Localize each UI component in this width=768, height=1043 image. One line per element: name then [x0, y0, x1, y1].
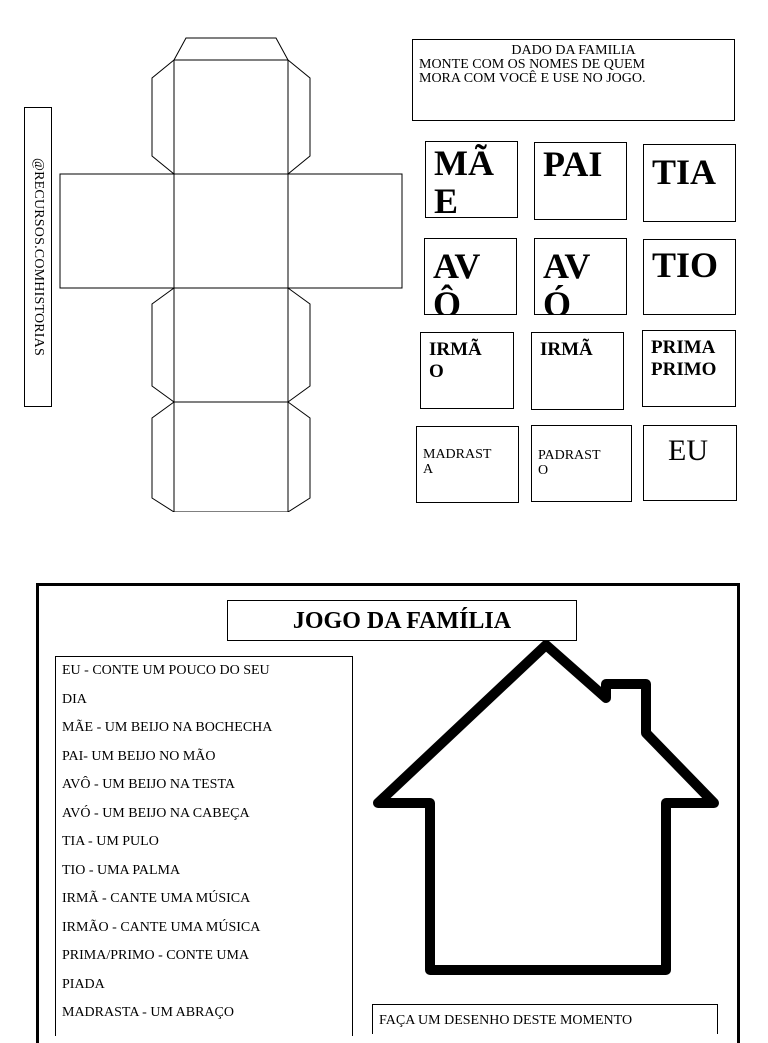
dice-face-left: [59, 173, 175, 289]
rule-line: TIO - UMA PALMA: [62, 862, 181, 878]
card-tia: TIA: [643, 144, 736, 222]
card-irma: IRMÃ: [531, 332, 624, 410]
instructions-box: DADO DA FAMILIA MONTE COM OS NOMES DE QU…: [412, 39, 735, 121]
drawing-prompt: FAÇA UM DESENHO DESTE MOMENTO: [372, 1004, 718, 1034]
instructions-line-2: MORA COM VOCÊ E USE NO JOGO.: [419, 71, 646, 86]
rule-line: MÃE - UM BEIJO NA BOCHECHA: [62, 720, 273, 735]
dice-face-lower: [173, 287, 289, 403]
rule-line: AVÓ - UM BEIJO NA CABEÇA: [62, 805, 250, 821]
rule-line: IRMÃ - CANTE UMA MÚSICA: [62, 891, 251, 906]
rule-line: EU - CONTE UM POUCO DO SEU: [62, 663, 270, 678]
rule-line: PRIMA/PRIMO - CONTE UMA: [62, 948, 250, 963]
card-eu: EU: [643, 425, 737, 501]
rule-line: PAI- UM BEIJO NO MÃO: [62, 748, 216, 764]
rules-list: EU - CONTE UM POUCO DO SEU DIA MÃE - UM …: [55, 656, 353, 1036]
instructions-line-1: MONTE COM OS NOMES DE QUEM: [419, 57, 645, 72]
card-tio: TIO: [643, 239, 736, 315]
dice-face-center: [173, 173, 289, 289]
rule-line: MADRASTA - UM ABRAÇO: [62, 1005, 234, 1020]
rule-line: AVÔ - UM BEIJO NA TESTA: [62, 777, 235, 792]
instructions-title: DADO DA FAMILIA: [511, 43, 636, 58]
side-watermark: @RECURSOS.COMHISTORIAS: [24, 107, 52, 407]
house-outline-icon: [373, 640, 719, 975]
dice-net: [59, 37, 403, 512]
dice-face-bottom: [173, 401, 289, 512]
game-title: JOGO DA FAMÍLIA: [227, 600, 577, 641]
dice-face-top: [173, 59, 289, 175]
card-pai: PAI: [534, 142, 627, 220]
rule-line: IRMÃO - CANTE UMA MÚSICA: [62, 919, 261, 935]
dice-face-right: [287, 173, 403, 289]
rule-line: DIA: [62, 691, 87, 707]
family-game-frame: [36, 583, 740, 1043]
rule-line: PIADA: [62, 976, 105, 992]
rule-line: TIA - UM PULO: [62, 834, 159, 849]
side-watermark-text: @RECURSOS.COMHISTORIAS: [31, 158, 46, 356]
